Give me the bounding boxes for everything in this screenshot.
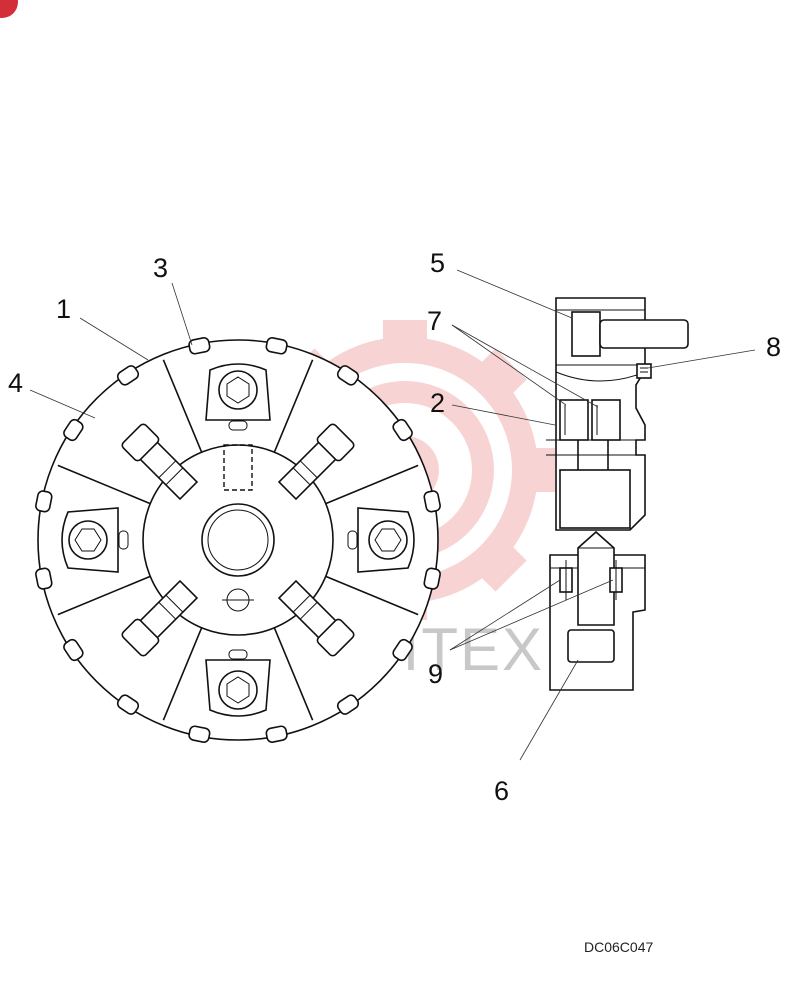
coupling-side-view: [546, 297, 689, 691]
hex-bolt-pad: [205, 363, 271, 431]
rubber-lug: [35, 490, 53, 513]
rubber-element: [559, 469, 631, 529]
callout-8: 8: [766, 332, 781, 362]
rubber-lug: [188, 725, 211, 743]
rubber-lug: [265, 725, 288, 743]
rubber-lugs: [35, 337, 441, 743]
rubber-lug: [116, 365, 140, 386]
bolt-part-5: [571, 311, 601, 357]
radial-pin: [277, 423, 355, 501]
callout-7: 7: [427, 306, 442, 336]
radial-pin: [121, 423, 199, 501]
rubber-lug: [392, 638, 413, 662]
callout-1: 1: [56, 294, 71, 324]
callout-9: 9: [428, 659, 443, 689]
rubber-lug: [423, 567, 441, 590]
callout-6: 6: [494, 776, 509, 806]
rubber-lug: [63, 638, 84, 662]
radial-pin: [277, 579, 355, 657]
leader-lines: [29, 269, 756, 761]
rubber-lug: [116, 694, 140, 715]
hidden-insert: [223, 444, 253, 491]
radial-pin: [121, 579, 199, 657]
corner-badge: [0, 0, 18, 18]
hex-bolt-pad: [61, 507, 129, 573]
callout-2: 2: [430, 388, 445, 418]
rubber-lug: [392, 418, 413, 442]
rubber-lug: [35, 567, 53, 590]
plug-part-8: [636, 363, 652, 379]
drawing-code: DC06C047: [584, 939, 653, 955]
rubber-lug: [63, 418, 84, 442]
plug-part-6: [567, 629, 615, 663]
hex-bolt-pad: [347, 507, 415, 573]
callout-labels: 1 2 3 4 5 6 7 8 9: [8, 248, 781, 806]
callout-3: 3: [153, 253, 168, 283]
rubber-lug: [336, 694, 360, 715]
callout-4: 4: [8, 368, 23, 398]
rubber-lug: [265, 337, 288, 355]
coupling-front-view: [35, 337, 441, 743]
hex-bolt-pad: [205, 649, 271, 717]
hub-bore: [201, 503, 275, 577]
rubber-lug: [423, 490, 441, 513]
rubber-lug: [336, 365, 360, 386]
callout-5: 5: [430, 248, 445, 278]
rubber-lug: [188, 337, 211, 355]
